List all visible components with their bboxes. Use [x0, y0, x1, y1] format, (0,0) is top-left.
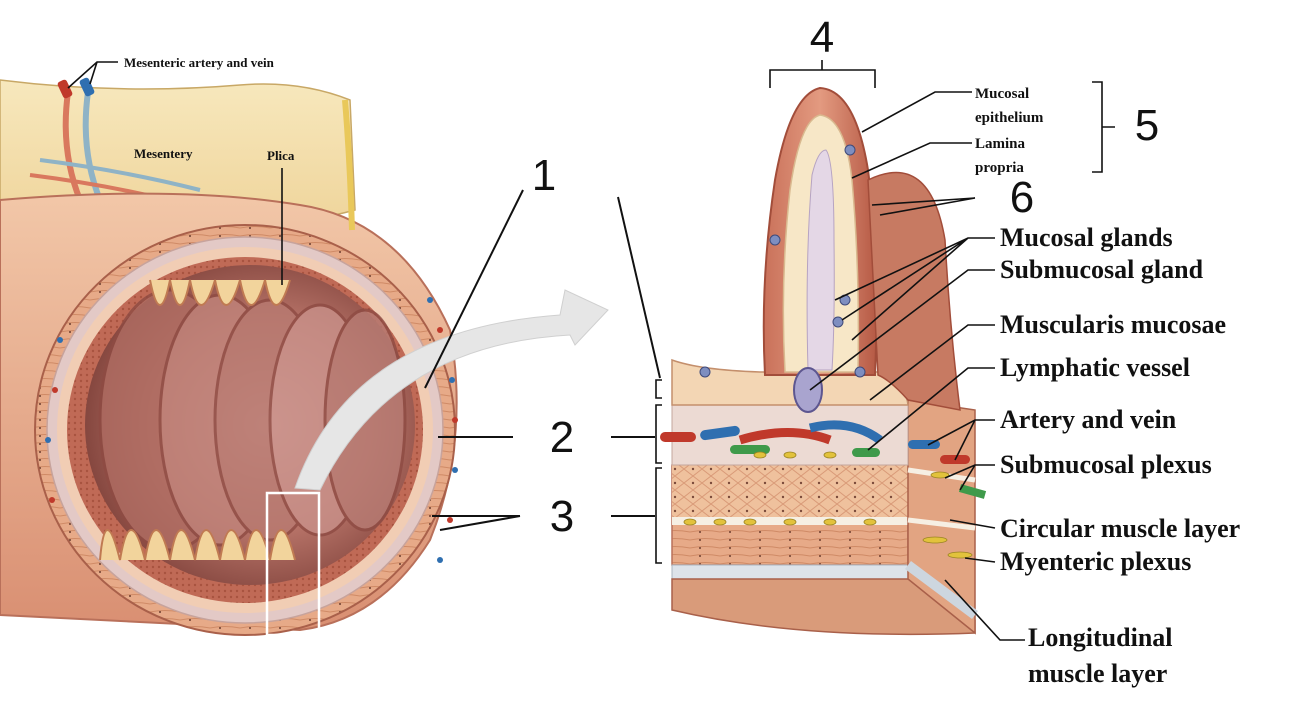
- wall-section: [660, 86, 987, 636]
- mucosal-folds-back: [867, 171, 961, 411]
- artery-section: [660, 432, 696, 442]
- label-submucosal-gland: Submucosal gland: [1000, 255, 1204, 284]
- plica-villi-bottom: [99, 529, 296, 561]
- plicae-folds: [98, 288, 407, 552]
- label-lamina-propria-1: Lamina: [975, 136, 1026, 152]
- label-longitudinal-2: muscle layer: [1028, 659, 1167, 688]
- label-muscularis-mucosae: Muscularis mucosae: [1000, 310, 1226, 339]
- magnify-arrow: [294, 289, 609, 491]
- label-lymphatic-vessel: Lymphatic vessel: [1000, 353, 1190, 382]
- label-lamina-propria-2: propria: [975, 160, 1024, 176]
- label-submucosal-plexus: Submucosal plexus: [1000, 450, 1212, 479]
- magnified-region-box: [265, 491, 321, 637]
- label-mucosal-glands: Mucosal glands: [1000, 223, 1173, 252]
- label-longitudinal-1: Longitudinal: [1028, 623, 1173, 652]
- leader-lines: [67, 60, 1115, 641]
- submucosal-gland-shape: [793, 367, 823, 413]
- number-3: 3: [550, 492, 574, 541]
- lymphatic-vessel-shape: [852, 448, 880, 457]
- number-2: 2: [550, 413, 574, 462]
- label-mucosal-epithelium-1: Mucosal: [975, 86, 1029, 102]
- label-myenteric-plexus: Myenteric plexus: [1000, 547, 1191, 576]
- label-mesenteric-artery-vein: Mesenteric artery and vein: [124, 55, 275, 70]
- intestine-tube: [0, 77, 458, 637]
- plica-villi-top: [149, 279, 291, 306]
- number-6: 6: [1010, 173, 1034, 222]
- label-plica: Plica: [267, 148, 295, 163]
- label-mesentery: Mesentery: [134, 146, 193, 161]
- number-1: 1: [532, 151, 556, 200]
- number-4: 4: [810, 13, 834, 62]
- serosa-strip: [671, 564, 909, 580]
- label-circular-muscle-layer: Circular muscle layer: [1000, 514, 1240, 543]
- label-mucosal-epithelium-2: epithelium: [975, 110, 1044, 126]
- lacteal: [806, 149, 835, 371]
- label-artery-and-vein: Artery and vein: [1000, 405, 1177, 434]
- number-5: 5: [1135, 101, 1159, 150]
